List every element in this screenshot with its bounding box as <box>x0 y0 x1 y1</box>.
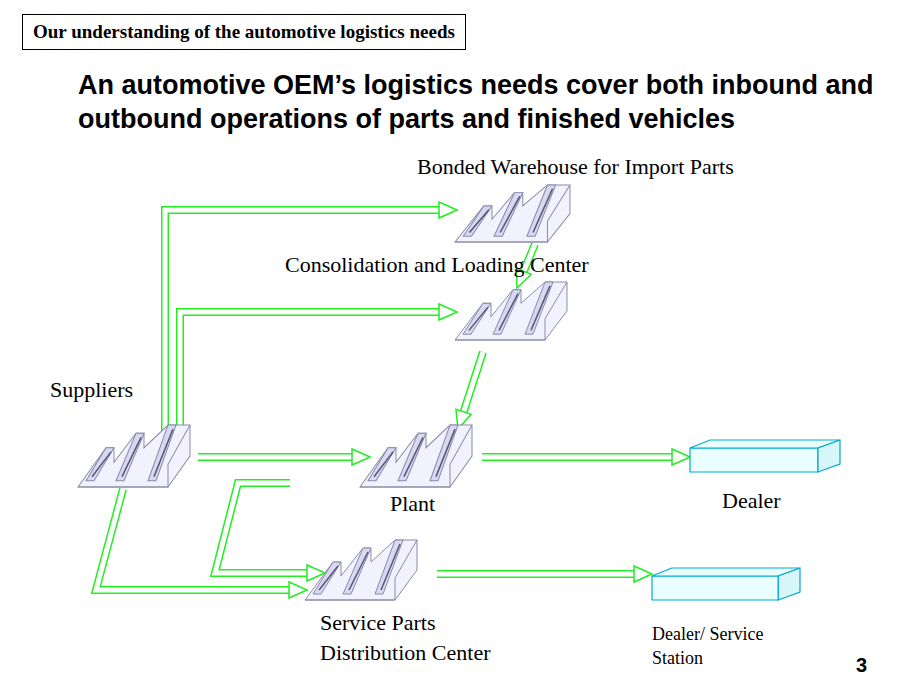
warehouse-fin <box>463 206 492 236</box>
arrow-inner <box>437 572 634 577</box>
arrow-outline <box>180 312 439 429</box>
arrow-outline <box>437 570 634 578</box>
warehouse-node: Consolidation and Loading Center <box>455 282 567 340</box>
node-label: Suppliers <box>50 375 133 405</box>
warehouse-window <box>531 286 550 330</box>
warehouse-edge <box>78 425 190 487</box>
dealer-box <box>652 568 800 600</box>
hollow-arrow <box>215 483 325 581</box>
warehouse-icon <box>455 185 570 242</box>
warehouse-fin <box>463 303 491 334</box>
dealer-box <box>690 440 840 472</box>
box-front <box>652 576 778 600</box>
node-label: Plant <box>390 489 435 519</box>
warehouse-outline <box>305 540 417 600</box>
arrow-head <box>439 202 457 218</box>
warehouse-outline <box>78 425 190 487</box>
box-top <box>690 440 840 448</box>
warehouse-fin <box>494 193 523 237</box>
arrow-head <box>352 449 370 465</box>
arrow-inner <box>482 455 672 460</box>
warehouse-outline <box>455 282 567 340</box>
arrow-inner <box>180 312 439 429</box>
node-label: Dealer/ Service Station <box>652 622 792 671</box>
arrow-outline <box>464 352 483 412</box>
warehouse-icon <box>305 540 417 600</box>
warehouse-window <box>319 566 338 590</box>
arrow-inner <box>215 483 307 573</box>
warehouse-window <box>349 552 368 590</box>
node-label: Bonded Warehouse for Import Parts <box>417 152 734 182</box>
warehouse-window <box>122 437 141 476</box>
dealer-node: Dealer/ Service Station <box>652 568 800 600</box>
box-side <box>778 568 800 600</box>
warehouse-fin <box>375 540 403 594</box>
arrow-outline <box>482 453 672 461</box>
warehouse-node: Service Parts Distribution Center <box>305 540 417 600</box>
arrow-head <box>289 582 307 598</box>
page-number: 3 <box>856 654 867 677</box>
warehouse-window <box>533 189 553 233</box>
arrow-head <box>439 304 457 320</box>
warehouse-fin <box>343 548 371 594</box>
arrow-head <box>672 449 690 465</box>
warehouse-window <box>404 437 423 476</box>
warehouse-window <box>469 210 489 233</box>
node-label: Service Parts Distribution Center <box>320 608 530 667</box>
box-front <box>690 448 818 472</box>
arrow-inner <box>464 352 483 412</box>
warehouse-fin <box>525 282 553 334</box>
hollow-arrow <box>437 566 652 582</box>
hollow-arrow <box>180 304 457 429</box>
warehouse-node: Bonded Warehouse for Import Parts <box>455 185 570 242</box>
warehouse-window <box>374 452 393 477</box>
warehouse-fin <box>313 562 341 594</box>
node-label: Dealer <box>722 486 781 516</box>
warehouse-edge <box>455 282 567 340</box>
warehouse-window <box>92 452 111 477</box>
hollow-arrow <box>165 202 457 433</box>
warehouse-edge <box>455 185 570 242</box>
warehouse-outline <box>455 185 570 242</box>
arrow-outline <box>198 453 352 461</box>
warehouse-window <box>499 294 518 331</box>
warehouse-node: Plant <box>360 425 472 487</box>
slide-heading: An automotive OEM’s logistics needs cove… <box>78 68 908 136</box>
box-top <box>652 568 800 576</box>
hollow-arrow <box>96 489 307 598</box>
warehouse-window <box>154 429 173 477</box>
arrow-head <box>634 566 652 582</box>
warehouse-outline <box>360 425 472 487</box>
warehouse-fin <box>493 290 521 334</box>
warehouse-icon <box>455 282 567 340</box>
warehouse-icon <box>360 425 472 487</box>
warehouse-fin <box>430 425 458 481</box>
warehouse-window <box>436 429 455 477</box>
warehouse-fin <box>116 433 144 481</box>
warehouse-node: Suppliers <box>78 425 190 487</box>
hollow-arrow <box>198 449 370 465</box>
warehouse-fin <box>148 425 176 481</box>
arrow-outline <box>165 210 439 433</box>
arrow-inner <box>198 455 352 460</box>
warehouse-edge <box>305 540 417 600</box>
warehouse-window <box>500 196 520 232</box>
hollow-arrow <box>456 352 483 429</box>
warehouse-fin <box>86 448 114 481</box>
warehouse-fin <box>368 448 396 481</box>
arrow-outline <box>215 483 307 573</box>
warehouse-icon <box>78 425 190 487</box>
dealer-node: Dealer <box>690 440 840 472</box>
slide-title: Our understanding of the automotive logi… <box>22 14 466 50</box>
hollow-arrow <box>482 449 690 465</box>
warehouse-edge <box>360 425 472 487</box>
warehouse-window <box>469 307 488 330</box>
arrow-inner <box>165 210 439 433</box>
box-side <box>818 440 840 472</box>
warehouse-fin <box>527 185 556 236</box>
node-label: Consolidation and Loading Center <box>285 250 589 280</box>
warehouse-window <box>381 544 400 590</box>
warehouse-fin <box>398 433 426 481</box>
